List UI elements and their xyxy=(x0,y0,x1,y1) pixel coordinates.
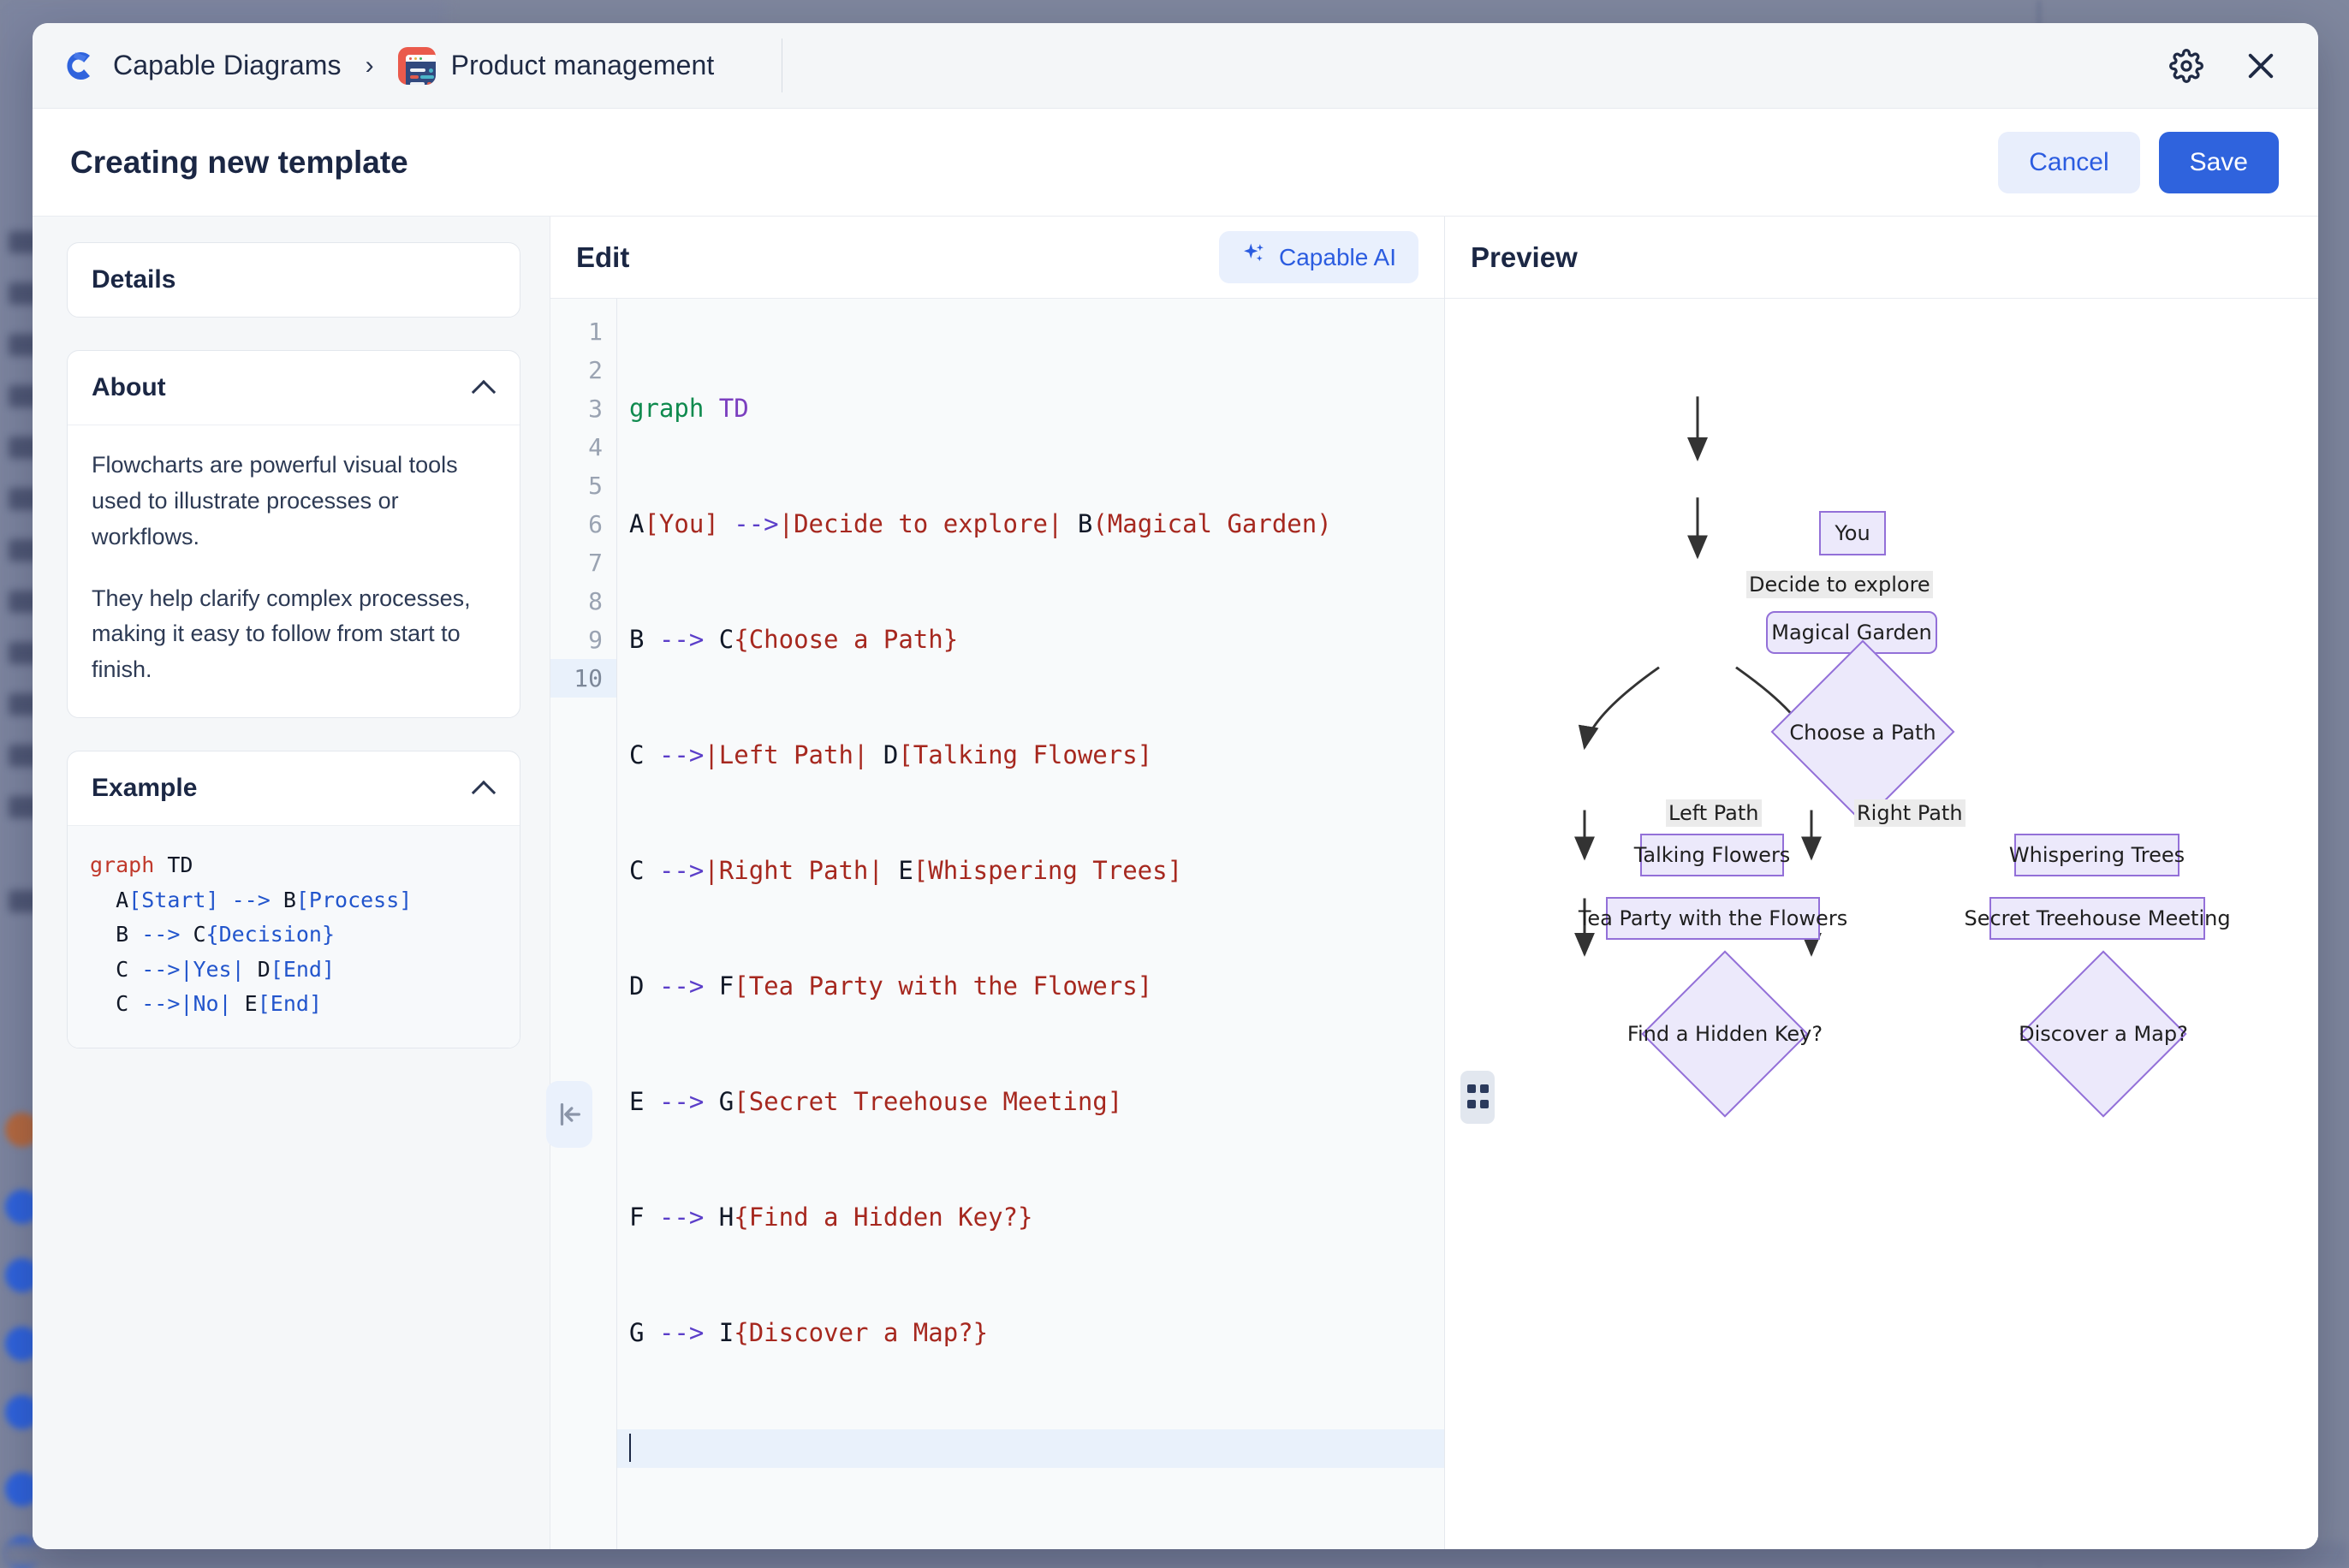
line-number: 5 xyxy=(588,472,603,500)
diagram-canvas[interactable]: You Decide to explore Magical Garden Cho… xyxy=(1445,299,2318,1549)
breadcrumb-org[interactable]: Capable Diagrams xyxy=(58,46,342,86)
diagram-node-label: Whispering Trees xyxy=(2008,843,2185,867)
preview-pane-title: Preview xyxy=(1471,241,1578,273)
line-number: 3 xyxy=(588,395,603,423)
editor-pane-header: Edit Capable AI xyxy=(550,217,1444,299)
text-cursor xyxy=(629,1434,631,1462)
capable-logo-icon xyxy=(58,46,98,86)
diagram-node-C-label-wrap: Choose a Path xyxy=(1777,718,1948,747)
resize-grip-icon xyxy=(1466,1084,1476,1093)
diagram-node-label: Magical Garden xyxy=(1771,621,1932,644)
diagram-node-label: You xyxy=(1835,521,1870,545)
about-paragraph: They help clarify complex processes, mak… xyxy=(92,585,471,683)
line-number: 8 xyxy=(588,587,603,615)
diagram-edge-label-text: Decide to explore xyxy=(1749,573,1930,597)
example-card: Example graph TD A[Start] --> B[Process]… xyxy=(67,751,520,1048)
code-line-4[interactable]: C -->|Left Path| D[Talking Flowers] xyxy=(629,740,1153,769)
collapse-left-icon xyxy=(560,1103,580,1126)
diagram-node-A[interactable]: You xyxy=(1819,511,1886,555)
code-line-5[interactable]: C -->|Right Path| E[Whispering Trees] xyxy=(629,856,1183,885)
diagram-node-label: Discover a Map? xyxy=(2019,1022,2188,1046)
modal-body: Details About Flowcharts are powerful vi… xyxy=(33,217,2318,1549)
line-number: 2 xyxy=(588,356,603,384)
code-line-6[interactable]: D --> F[Tea Party with the Flowers] xyxy=(629,971,1153,1001)
breadcrumb-org-label: Capable Diagrams xyxy=(113,50,342,80)
gear-icon[interactable] xyxy=(2169,48,2203,83)
diagram-edge-label-text: Right Path xyxy=(1857,801,1963,825)
template-editor-modal: Capable Diagrams › Product management xyxy=(33,23,2318,1549)
details-card-title: Details xyxy=(92,265,176,294)
close-icon[interactable] xyxy=(2243,48,2279,84)
breadcrumb-bar: Capable Diagrams › Product management xyxy=(33,23,2318,109)
about-paragraph: Flowcharts are powerful visual tools use… xyxy=(92,452,458,549)
code-line-8[interactable]: F --> H{Find a Hidden Key?} xyxy=(629,1203,1033,1232)
code-editor-pane: Edit Capable AI 1 2 3 xyxy=(550,217,1445,1549)
sparkles-icon xyxy=(1241,241,1267,273)
modal-actions: Cancel Save xyxy=(1998,131,2279,193)
chevron-up-icon[interactable] xyxy=(473,377,496,399)
about-card-title: About xyxy=(92,373,166,401)
chevron-up-icon[interactable] xyxy=(473,777,496,799)
diagram-node-H-label-wrap: Find a Hidden Key? xyxy=(1626,1019,1823,1048)
details-card-header[interactable]: Details xyxy=(68,243,520,317)
cancel-button[interactable]: Cancel xyxy=(1998,131,2140,193)
diagram-node-F[interactable]: Tea Party with the Flowers xyxy=(1579,897,1847,940)
line-number: 9 xyxy=(588,626,603,654)
diagram-node-I-label-wrap: Discover a Map? xyxy=(2005,1019,2202,1048)
diagram-node-E[interactable]: Whispering Trees xyxy=(2009,834,2185,876)
resize-grip-icon xyxy=(1479,1099,1489,1108)
diagram-node-B[interactable]: Magical Garden xyxy=(1766,611,1937,654)
breadcrumb-separator: › xyxy=(365,50,374,80)
code-line-7[interactable]: E --> G[Secret Treehouse Meeting] xyxy=(629,1087,1123,1116)
line-number: 4 xyxy=(588,433,603,461)
about-card-body: Flowcharts are powerful visual tools use… xyxy=(68,425,520,717)
preview-pane-header: Preview xyxy=(1445,217,2318,299)
modal-title-bar: Creating new template Cancel Save xyxy=(33,109,2318,217)
diagram-node-label: Secret Treehouse Meeting xyxy=(1964,906,2231,930)
resize-grip-icon xyxy=(1479,1084,1489,1093)
pane-resize-handle[interactable] xyxy=(1460,1071,1495,1124)
product-management-icon xyxy=(397,46,436,85)
line-number: 6 xyxy=(588,510,603,538)
capable-ai-button[interactable]: Capable AI xyxy=(1219,231,1418,283)
diagram-edge-label-CE: Right Path xyxy=(1854,799,1965,827)
details-card[interactable]: Details xyxy=(67,242,520,318)
code-line-3[interactable]: B --> C{Choose a Path} xyxy=(629,625,959,654)
code-area[interactable]: 1 2 3 4 5 6 7 8 9 10 graph TD A[You] -->… xyxy=(550,299,1444,1549)
editor-pane-title: Edit xyxy=(576,241,630,273)
diagram-node-label: Find a Hidden Key? xyxy=(1626,1022,1823,1046)
line-number: 1 xyxy=(588,318,603,346)
line-number-active: 10 xyxy=(550,659,616,698)
example-card-title: Example xyxy=(92,774,198,803)
about-card: About Flowcharts are powerful visual too… xyxy=(67,350,520,719)
breadcrumb-project[interactable]: Product management xyxy=(397,46,715,85)
breadcrumb-project-label: Product management xyxy=(450,50,715,80)
code-line-1[interactable]: graph TD xyxy=(629,394,749,423)
save-button[interactable]: Save xyxy=(2158,131,2279,193)
window-controls xyxy=(2169,48,2318,84)
diagram-edge-label-AB: Decide to explore xyxy=(1746,571,1933,598)
capable-ai-label: Capable AI xyxy=(1279,243,1396,270)
diagram-edge-label-text: Left Path xyxy=(1668,801,1759,825)
diagram-node-label: Talking Flowers xyxy=(1633,843,1791,867)
code-line-10-active[interactable] xyxy=(617,1429,1444,1468)
code-line-9[interactable]: G --> I{Discover a Map?} xyxy=(629,1318,989,1347)
diagram-node-label: Tea Party with the Flowers xyxy=(1578,906,1848,930)
example-code-block: graph TD A[Start] --> B[Process] B --> C… xyxy=(68,825,520,1048)
about-card-header[interactable]: About xyxy=(68,351,520,425)
line-number-gutter: 1 2 3 4 5 6 7 8 9 10 xyxy=(550,299,617,1549)
example-card-header[interactable]: Example xyxy=(68,751,520,825)
diagram-node-D[interactable]: Talking Flowers xyxy=(1634,834,1790,876)
diagram-edge-label-CD: Left Path xyxy=(1666,799,1762,827)
page-title: Creating new template xyxy=(70,144,408,180)
line-number: 7 xyxy=(588,549,603,577)
left-info-panel: Details About Flowcharts are powerful vi… xyxy=(33,217,550,1549)
diagram-node-G[interactable]: Secret Treehouse Meeting xyxy=(1964,897,2231,940)
collapse-left-panel-button[interactable] xyxy=(546,1081,592,1148)
diagram-node-label: Choose a Path xyxy=(1789,721,1936,745)
code-text[interactable]: graph TD A[You] -->|Decide to explore| B… xyxy=(617,299,1444,1549)
resize-grip-icon xyxy=(1466,1099,1476,1108)
preview-pane: Preview xyxy=(1445,217,2318,1549)
code-line-2[interactable]: A[You] -->|Decide to explore| B(Magical … xyxy=(629,509,1332,538)
